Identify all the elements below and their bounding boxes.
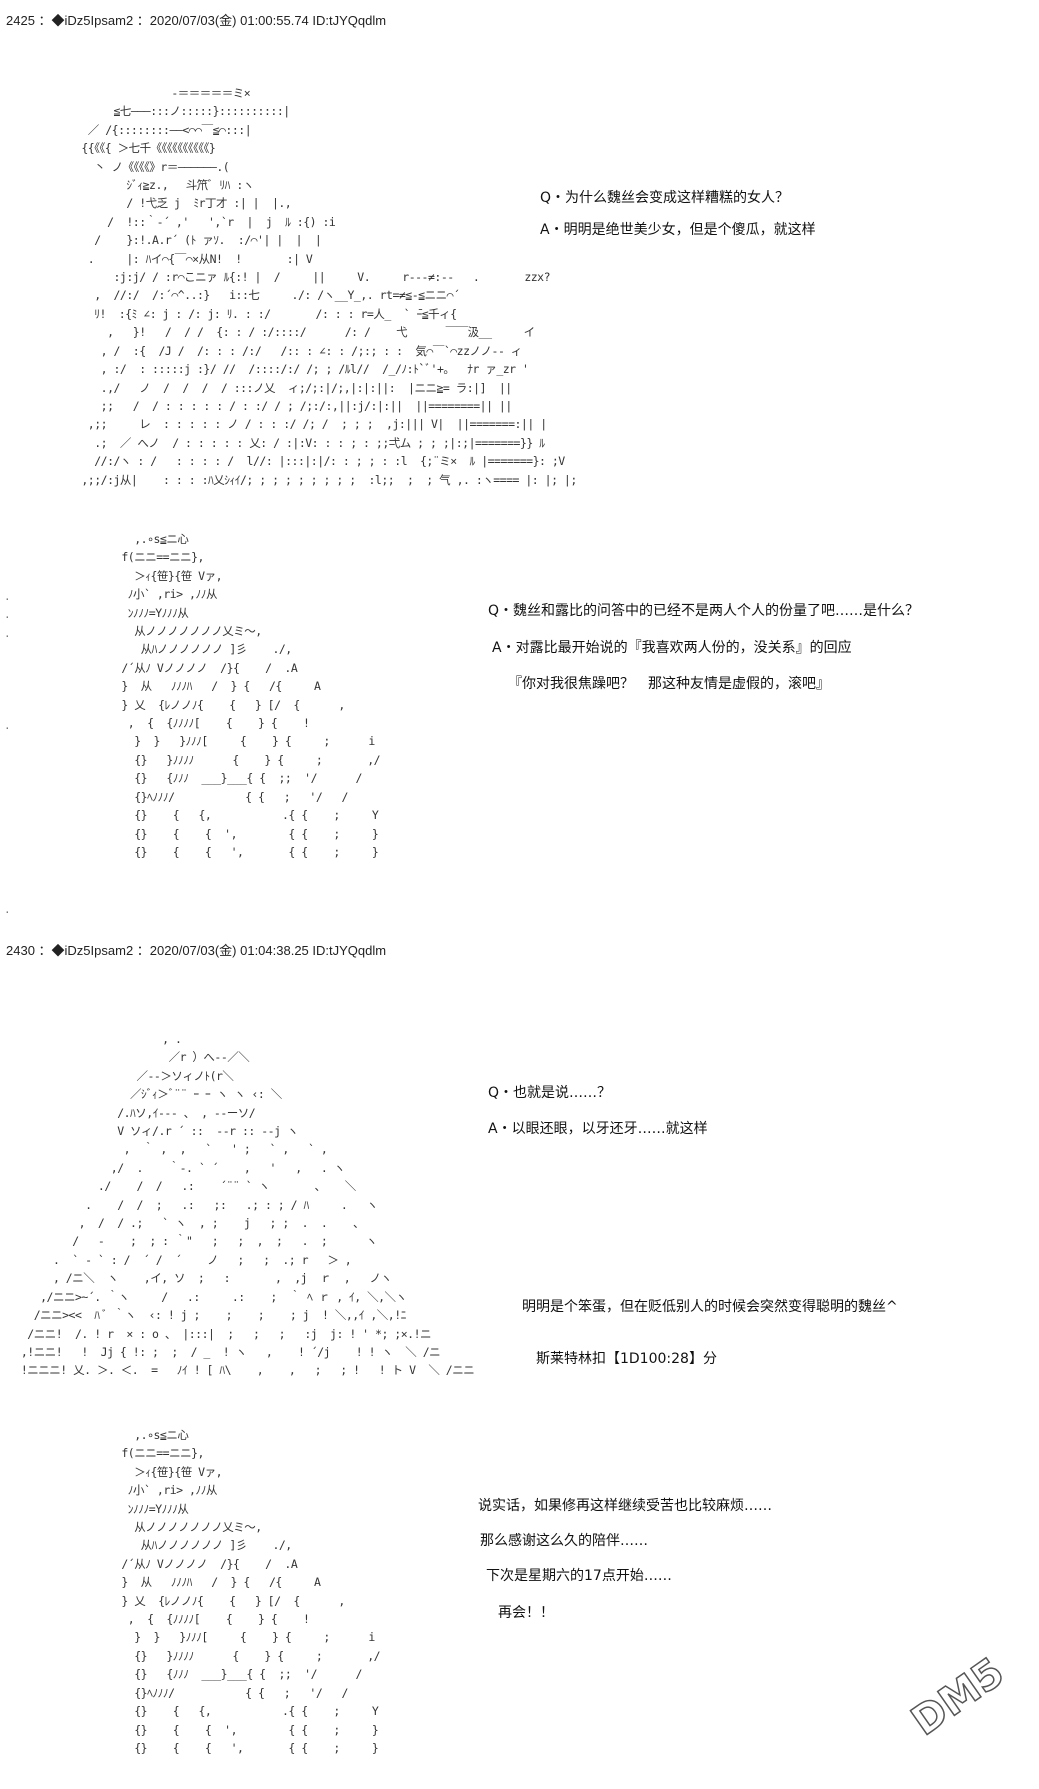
ascii-art-wide-dress-girl: , . ／r ）へ--／＼ ／--＞ソィノﾄ(r＼ ／ｼﾞｨ＞ﾞ¨¨ ｰ ｰ ヽ… <box>20 1032 475 1378</box>
ascii-art-girl-with-hat: -＝＝＝＝＝ミ× ≦七―――:::ノ:::::}::::::::::| ／ /{… <box>81 86 577 487</box>
dialog-score: 斯莱特林扣【1D100:28】分 <box>536 1351 717 1367</box>
ascii-art-small-girl-2: ,.∘s≦ニ心 f(ニニ==ニニ}, ＞ｨ{笹}{笹 Vァ, ﾉ小` ,ri> … <box>121 1428 381 1755</box>
dialog-quote: 『你对我很焦躁吧？ 那这种友情是虚假的，滚吧』 <box>508 676 830 692</box>
dialog-narration: 明明是个笨蛋，但在贬低别人的时候会突然变得聪明的魏丝^ <box>522 1299 898 1315</box>
dialog-line-2: 那么感谢这么久的陪伴…… <box>480 1533 648 1549</box>
dialog-line-3: 下次是星期六的17点开始…… <box>486 1568 672 1584</box>
dialog-question: Q・魏丝和露比的问答中的已经不是两人个人的份量了吧……是什么？ <box>488 603 920 619</box>
dialog-answer: A・对露比最开始说的『我喜欢两人份的，没关系』的回应 <box>492 640 852 656</box>
site-watermark-logo: DM5 <box>903 1648 1013 1745</box>
dialog-question: Q・为什么魏丝会变成这样糟糕的女人？ <box>540 190 790 206</box>
post-header-2430: 2430 ：◆iDz5Ipsam2 ：2020/07/03(金) 01:04:3… <box>6 943 387 958</box>
dialog-line-1: 说实话，如果修再这样继续受苦也比较麻烦…… <box>478 1498 772 1514</box>
dialog-question: Q・也就是说……？ <box>488 1085 612 1101</box>
ascii-art-small-girl-1: ,.∘s≦ニ心 f(ニニ==ニニ}, ＞ｨ{笹}{笹 Vァ, ﾉ小` ,ri> … <box>121 532 381 859</box>
margin-dots-1: . . . . . <box>4 590 11 916</box>
post-header-2425: 2425 ：◆iDz5Ipsam2 ：2020/07/03(金) 01:00:5… <box>6 13 387 28</box>
dialog-answer: A・以眼还眼，以牙还牙……就这样 <box>488 1121 708 1137</box>
dialog-line-4: 再会！！ <box>498 1605 554 1621</box>
dialog-answer: A・明明是绝世美少女，但是个傻瓜，就这样 <box>540 222 816 238</box>
